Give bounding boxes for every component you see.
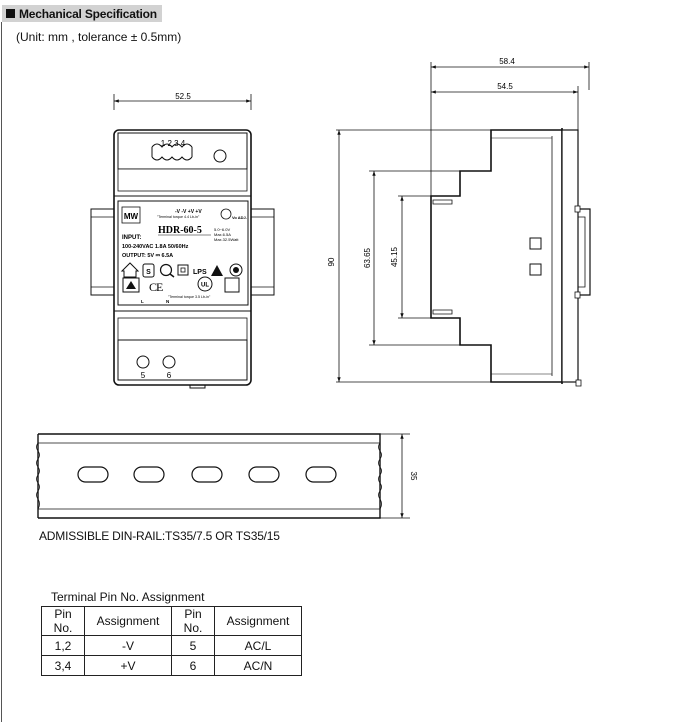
dim-52-5: 52.5: [175, 92, 191, 101]
brand-logo: MW: [124, 212, 139, 221]
bullet-square-icon: [6, 9, 15, 18]
label-terminal-marks: -V -V +V +V: [175, 209, 202, 215]
header-pin-no-2: Pin No.: [171, 606, 215, 636]
table-row: 1,2 -V 5 AC/L: [41, 635, 302, 656]
label-range-2: Max.6.5A: [214, 232, 231, 237]
svg-text:E: E: [156, 280, 163, 294]
side-view: 58.4 54.5 90 63.65 45.15: [327, 57, 591, 387]
left-border-rule: [1, 22, 2, 722]
dim-63-65: 63.65: [363, 247, 372, 268]
table-header-row: Pin No. Assignment Pin No. Assignment: [41, 606, 302, 636]
section-title-bar: Mechanical Specification: [2, 5, 162, 22]
header-assignment-2: Assignment: [214, 606, 302, 636]
label-torque-top: "Terminal torque 4.4 Lb-in": [157, 215, 200, 219]
table-cell: 1,2: [41, 635, 85, 656]
label-input-spec: 100-240VAC 1.8A 50/60Hz: [122, 244, 189, 250]
table-cell: AC/N: [214, 655, 302, 676]
dim-90: 90: [327, 257, 336, 266]
table-row: 3,4 +V 6 AC/N: [41, 655, 302, 676]
dim-58-4: 58.4: [499, 57, 515, 66]
header-pin-no-1: Pin No.: [41, 606, 85, 636]
label-pin-l: L: [141, 299, 144, 304]
svg-text:C: C: [149, 280, 157, 294]
label-torque-bottom: "Terminal torque 3.5 Lb-in": [168, 295, 211, 299]
label-range-3: Max.32.5Watt: [214, 237, 239, 242]
front-view: 52.5 1 2 3 4 5 6 MW -V -V +V +V "Termina…: [90, 92, 275, 389]
header-assignment-1: Assignment: [84, 606, 172, 636]
table-cell: 6: [171, 655, 215, 676]
top-terminal-numbers: 1 2 3 4: [161, 139, 186, 148]
table-cell: AC/L: [214, 635, 302, 656]
svg-text:UL: UL: [201, 283, 209, 289]
table-cell: 5: [171, 635, 215, 656]
pin-table-caption: Terminal Pin No. Assignment: [51, 590, 205, 604]
bottom-terminal-5: 5: [141, 371, 146, 380]
label-input-title: INPUT:: [122, 235, 141, 241]
label-lps: LPS: [193, 269, 207, 276]
label-range-1: 5.0~6.0V: [214, 227, 230, 232]
unit-note: (Unit: mm , tolerance ± 0.5mm): [16, 30, 182, 44]
label-pin-n: N: [166, 299, 169, 304]
svg-text:S: S: [146, 269, 151, 276]
bottom-terminal-6: 6: [167, 371, 172, 380]
dim-54-5: 54.5: [497, 82, 513, 91]
label-output-spec: OUTPUT: 5V ⎓ 6.5A: [122, 253, 173, 259]
din-rail-view: 35: [36, 433, 418, 519]
admissible-din-rail-note: ADMISSIBLE DIN-RAIL:TS35/7.5 OR TS35/15: [39, 529, 280, 543]
table-cell: +V: [84, 655, 172, 676]
dim-45-15: 45.15: [390, 246, 399, 267]
label-model: HDR-60-5: [158, 225, 202, 236]
section-title: Mechanical Specification: [19, 6, 157, 21]
dim-35: 35: [409, 472, 418, 481]
pin-assignment-table: Pin No. Assignment Pin No. Assignment 1,…: [41, 606, 302, 676]
table-cell: 3,4: [41, 655, 85, 676]
table-cell: -V: [84, 635, 172, 656]
label-vo-adj: Vo ADJ.: [232, 215, 247, 220]
